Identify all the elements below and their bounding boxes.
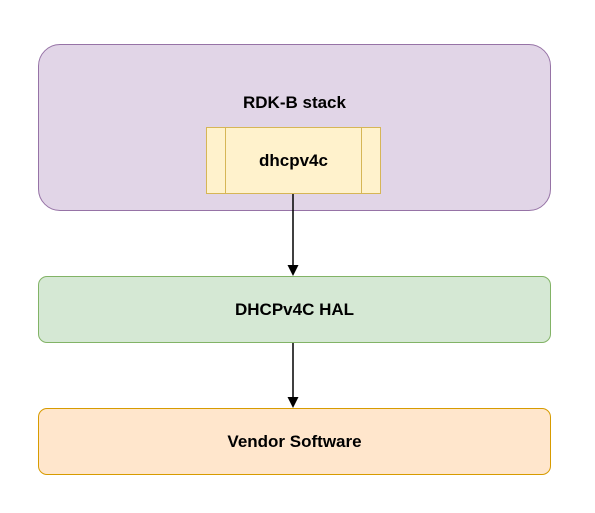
rdk-b-stack-label: RDK-B stack [243,93,346,112]
vendor-software-label: Vendor Software [227,431,362,451]
dhcpv4c-label: dhcpv4c [259,150,328,170]
dhcpv4c-hal-label: DHCPv4C HAL [234,299,355,319]
process-right-bar [361,128,362,193]
arrow-hal-to-vendor [287,343,299,408]
process-left-bar [225,128,226,193]
vendor-software-box: Vendor Software [38,408,551,475]
dhcpv4c-process-box: dhcpv4c [206,127,381,194]
dhcpv4c-hal-box: DHCPv4C HAL [38,276,551,343]
